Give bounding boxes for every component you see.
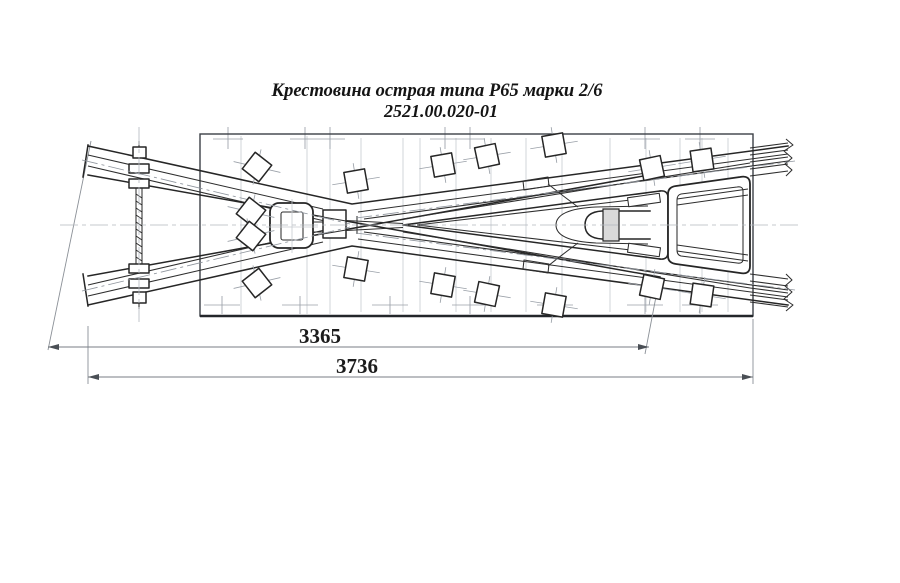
- center-spacer-block: [269, 202, 323, 249]
- drawing-number: 2521.00.020-01: [383, 101, 498, 121]
- heel-block: [667, 175, 751, 275]
- rail-clip: [628, 269, 676, 305]
- drawing-title: Крестовина острая типа Р65 марки 2/6: [271, 81, 604, 101]
- rail-clip: [332, 163, 380, 199]
- tie-cross-marks-top: [213, 127, 715, 149]
- rail-clip: [678, 277, 726, 313]
- rail-clip: [463, 276, 511, 312]
- rail-clip: [332, 251, 380, 287]
- rail-clip: [233, 265, 281, 301]
- wing-rail-notch: [522, 242, 579, 274]
- dimension-3736: 3736: [88, 354, 753, 380]
- rail-clip: [463, 138, 511, 174]
- rail-break-line: [783, 138, 794, 177]
- extension-line-left-slanted: [47, 140, 92, 351]
- rail-clip: [530, 127, 578, 163]
- rail-clip: [233, 149, 281, 185]
- title-block: Крестовина острая типа Р65 марки 2/6 252…: [271, 81, 604, 121]
- tie-rod-bottom-nut: [132, 291, 147, 304]
- tie-cross-marks-bottom: [204, 296, 718, 314]
- point-clamp-bar: [627, 192, 661, 208]
- rail-clips: [227, 127, 726, 323]
- dimension-3736-value: 3736: [336, 354, 378, 378]
- rail-clip: [419, 147, 467, 183]
- point-clamp-bar: [627, 242, 661, 258]
- rail-clip: [530, 287, 578, 323]
- rail-clip: [628, 150, 676, 186]
- rail-break-line: [783, 273, 794, 312]
- rail-clip: [227, 218, 275, 254]
- rail-clip: [419, 267, 467, 303]
- tie-rod-top-nut: [132, 146, 147, 159]
- center-lines: [60, 127, 798, 322]
- dimension-3365: 3365: [48, 324, 649, 350]
- dimension-3365-value: 3365: [299, 324, 341, 348]
- rail-clip: [678, 142, 726, 178]
- wing-rail-notch: [522, 176, 579, 208]
- throat-keystone-block: [322, 209, 347, 239]
